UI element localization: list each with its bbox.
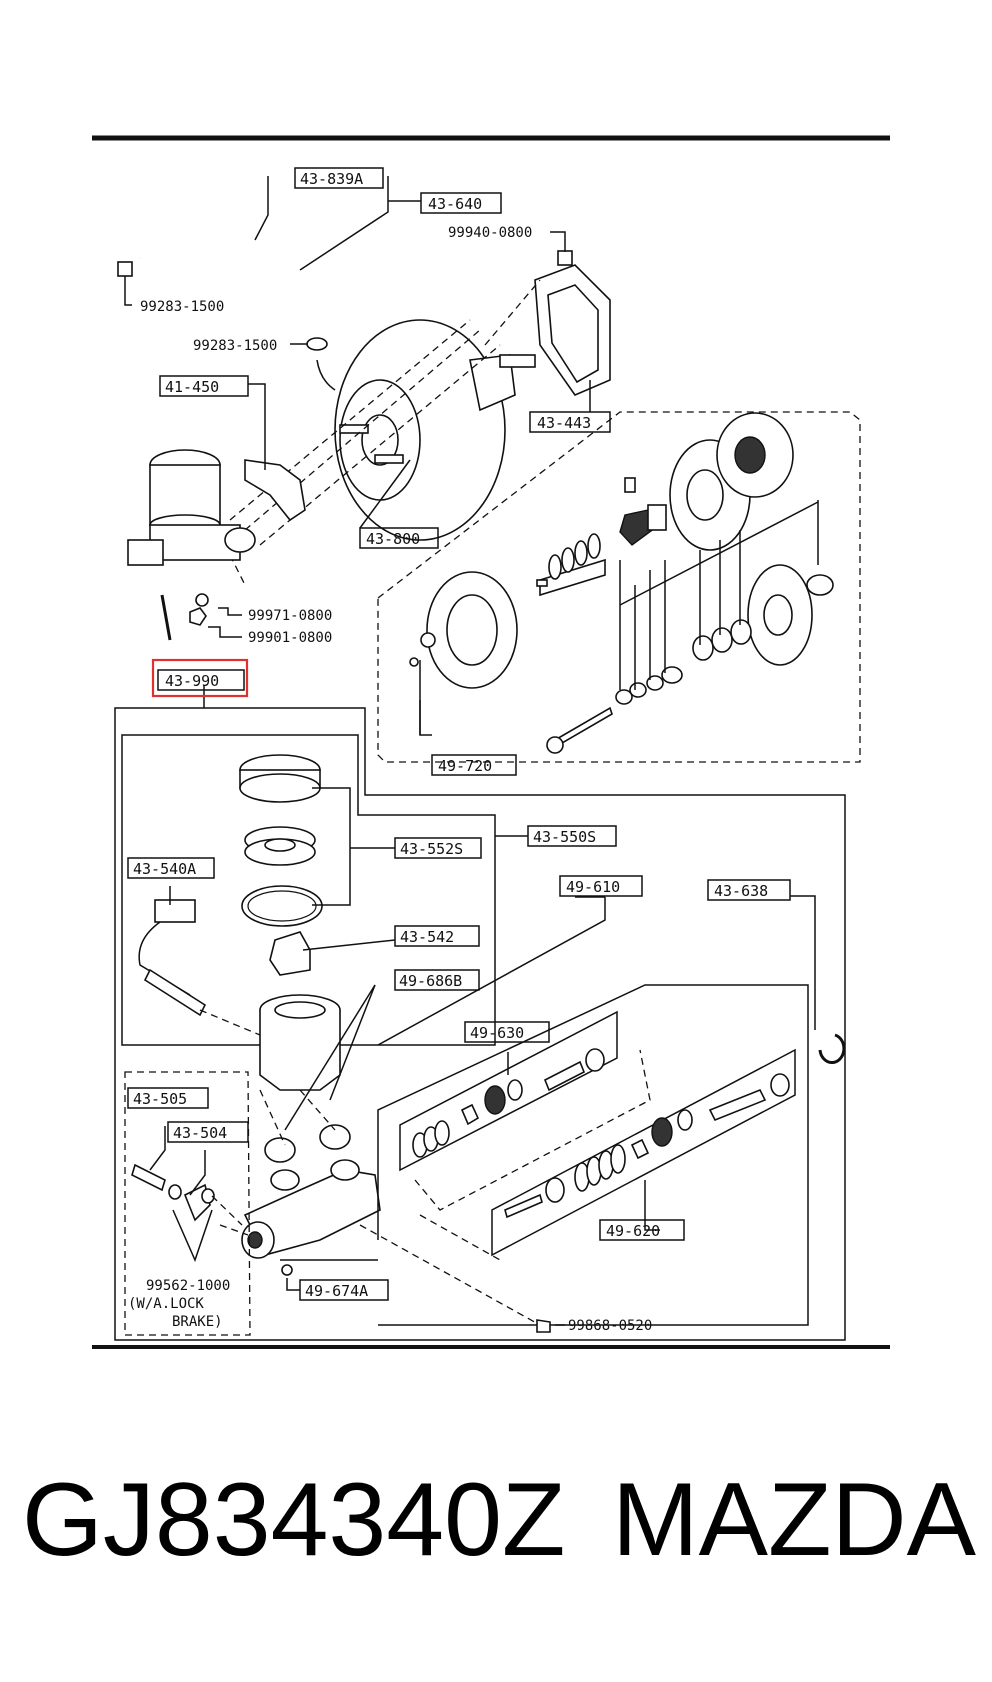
label-43-552S: 43-552S [400,840,463,858]
label-43-504: 43-504 [173,1124,227,1142]
label-49-620: 49-620 [606,1222,660,1240]
brand-text: MAZDA [612,1462,976,1578]
label-43-800: 43-800 [366,530,420,548]
primary-piston-kit-box [399,1010,618,1172]
label-43-540A: 43-540A [133,860,196,878]
label-boxes: 43-839A 43-640 99940-0800 99283-1500 992… [127,167,791,1334]
label-99562-1000: 99562-1000 [146,1278,230,1294]
label-49-674A: 49-674A [305,1282,368,1300]
secondary-piston-kit-box [491,1048,796,1257]
master-cylinder-body [241,1124,381,1259]
label-43-990: 43-990 [165,672,219,690]
label-41-450: 41-450 [165,378,219,396]
label-43-550S: 43-550S [533,828,596,846]
secondary-piston-parts [504,1073,790,1219]
part-number-text: GJ834340Z [22,1462,566,1578]
label-49-686B: 49-686B [399,972,462,990]
label-43-839A: 43-839A [300,170,363,188]
primary-piston-parts [412,1048,605,1158]
lock-brake-note-1: (W/A.LOCK [128,1296,204,1312]
subassembly-43-550S-outline [121,734,496,1046]
lock-brake-note-2: BRAKE) [172,1314,223,1330]
label-43-542: 43-542 [400,928,454,946]
booster-kit-parts [409,412,834,754]
label-99971-0800: 99971-0800 [248,608,332,624]
footer-caption: GJ834340Z MAZDA [0,1455,992,1585]
label-99283-1500-a: 99283-1500 [140,299,224,315]
label-49-610: 49-610 [566,878,620,896]
label-99283-1500-b: 99283-1500 [193,338,277,354]
assembly-43-990-outline [114,707,846,1341]
label-43-443: 43-443 [537,414,591,432]
master-cylinder-upper [127,449,256,566]
level-sensor [138,899,207,1017]
label-49-720: 49-720 [438,757,492,775]
bracket-41-450 [244,459,306,522]
label-99940-0800: 99940-0800 [448,225,532,241]
label-43-505: 43-505 [133,1090,187,1108]
label-99868-0520: 99868-0520 [568,1318,652,1334]
lock-brake-dashed-box [124,1071,251,1336]
snap-ring [818,1033,846,1065]
highlight-43-990 [151,658,249,698]
label-49-630: 49-630 [470,1024,524,1042]
label-43-640: 43-640 [428,195,482,213]
label-99901-0800: 99901-0800 [248,630,332,646]
brake-booster [334,319,536,541]
label-43-638: 43-638 [714,882,768,900]
reservoir-parts [239,754,341,1091]
booster-kit-dashed-box [377,411,861,763]
